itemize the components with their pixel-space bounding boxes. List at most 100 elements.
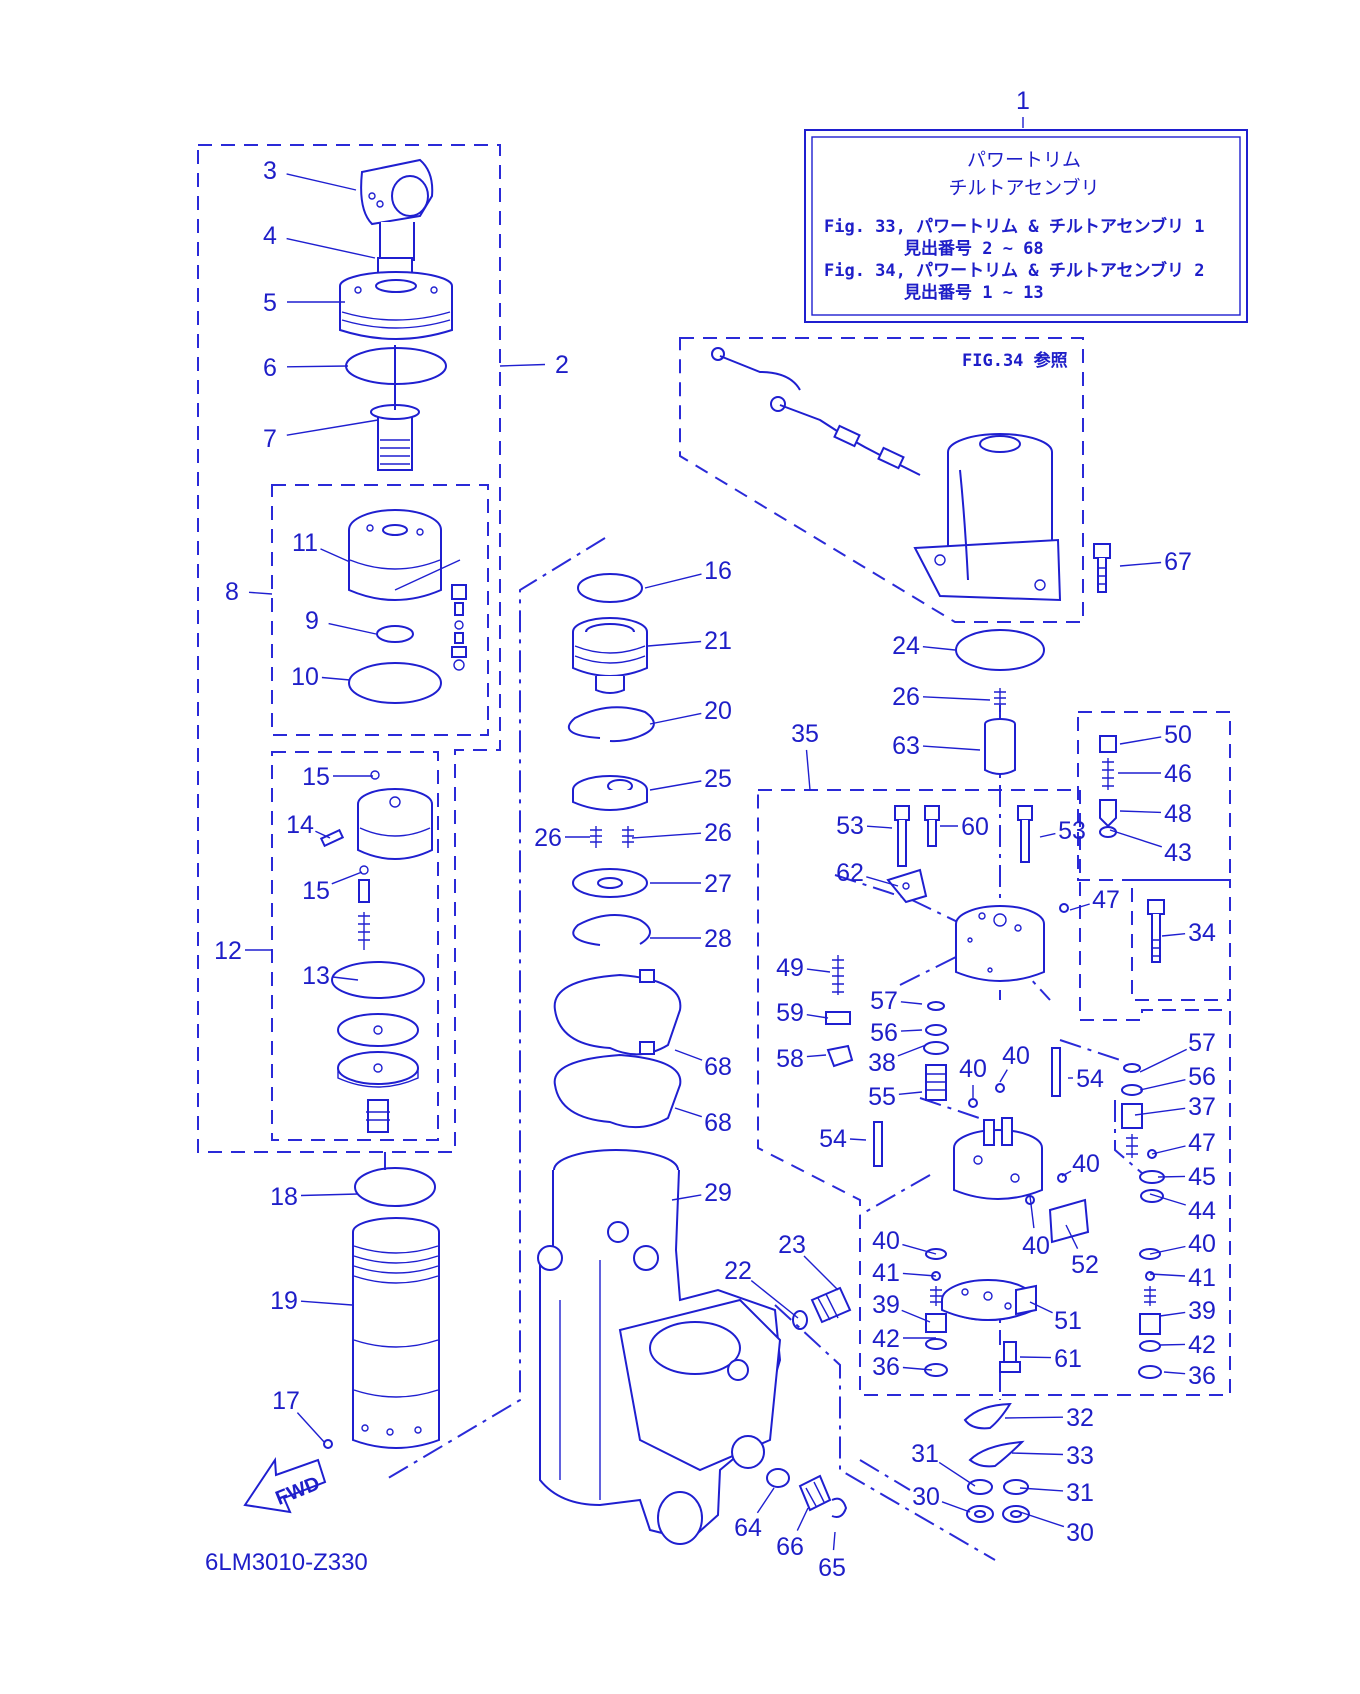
callout-number: 19	[270, 1287, 298, 1315]
callout-number: 26	[704, 819, 732, 847]
callout-63: 63	[892, 732, 981, 760]
callout-40: 40	[872, 1227, 937, 1255]
callout-number: 1	[1016, 87, 1030, 115]
callout-40: 40	[959, 1055, 987, 1098]
part-14-15-valve-body	[319, 770, 433, 950]
part-11-piston	[348, 509, 461, 601]
callout-3: 3	[263, 157, 357, 191]
leader-line	[1011, 1452, 1064, 1456]
callout-22: 22	[724, 1257, 799, 1319]
callout-number: 38	[868, 1049, 896, 1077]
part-23-plug	[810, 1286, 852, 1324]
callout-52: 52	[1065, 1224, 1099, 1279]
callout-10: 10	[291, 663, 351, 691]
leader-line	[286, 237, 376, 259]
callout-number: 66	[776, 1533, 804, 1561]
callout-number: 56	[870, 1019, 898, 1047]
callout-15: 15	[302, 763, 373, 791]
leader-line	[806, 1014, 829, 1019]
callout-number: 21	[704, 627, 732, 655]
part-68-seals	[553, 969, 682, 1129]
leader-line	[832, 1531, 836, 1551]
callout-62: 62	[836, 859, 899, 887]
part-22-o-ring	[792, 1310, 808, 1330]
callout-number: 47	[1092, 886, 1120, 914]
callout-number: 33	[1066, 1442, 1094, 1470]
leader-line	[1119, 736, 1162, 745]
callout-5: 5	[263, 289, 345, 317]
callout-number: 64	[734, 1514, 762, 1542]
leader-line	[286, 365, 349, 368]
callout-number: 54	[1076, 1065, 1104, 1093]
callout-15: 15	[302, 871, 363, 905]
callout-7: 7	[263, 419, 379, 453]
callout-57: 57	[1139, 1029, 1216, 1073]
callout-8: 8	[225, 578, 273, 606]
leader-line	[900, 1001, 923, 1005]
leader-line	[1061, 1170, 1072, 1177]
callout-number: 40	[1002, 1042, 1030, 1070]
callout-number: 36	[1188, 1362, 1216, 1390]
callout-number: 43	[1164, 839, 1192, 867]
callout-number: 4	[263, 222, 277, 250]
leader-line	[1109, 829, 1163, 848]
callout-layer: 1234567891011121314151516171819202122232…	[214, 87, 1216, 1582]
callout-41: 41	[872, 1259, 937, 1287]
callout-20: 20	[649, 697, 732, 725]
callout-number: 15	[302, 763, 330, 791]
part-30-31-seals	[966, 1479, 1030, 1523]
callout-number: 2	[555, 351, 569, 379]
part-18-o-ring	[354, 1167, 436, 1207]
callout-number: 7	[263, 425, 277, 453]
callout-number: 51	[1054, 1307, 1082, 1335]
callout-number: 15	[302, 877, 330, 905]
part-9-o-ring	[376, 625, 414, 643]
leader-line	[1151, 1145, 1186, 1155]
callout-number: 39	[872, 1291, 900, 1319]
leader-line	[499, 363, 546, 367]
leader-line	[1157, 1175, 1186, 1178]
info-box-ref1-fig: Fig. 33, パワートリム & チルトアセンブリ 1	[824, 216, 1204, 237]
callout-number: 18	[270, 1183, 298, 1211]
leader-line	[866, 825, 893, 829]
callout-number: 29	[704, 1179, 732, 1207]
leader-line	[806, 968, 831, 973]
callout-53: 53	[836, 812, 893, 840]
part-47-ball	[1059, 903, 1069, 913]
callout-37: 37	[1134, 1093, 1216, 1121]
leader-line	[300, 1193, 359, 1197]
callout-45: 45	[1157, 1163, 1216, 1191]
right-check-stack	[1121, 1063, 1165, 1379]
callout-39: 39	[872, 1291, 931, 1323]
callout-59: 59	[776, 999, 829, 1027]
callout-number: 40	[1188, 1230, 1216, 1258]
callout-number: 41	[872, 1259, 900, 1287]
leader-line	[671, 1194, 702, 1201]
callout-number: 34	[1188, 919, 1216, 947]
part-61-bolt	[999, 1341, 1021, 1373]
callout-65: 65	[818, 1531, 846, 1582]
callout-number: 56	[1188, 1063, 1216, 1091]
callout-number: 12	[214, 937, 242, 965]
callout-number: 27	[704, 870, 732, 898]
callout-number: 53	[1058, 817, 1086, 845]
callout-number: 22	[724, 1257, 752, 1285]
callout-number: 63	[892, 732, 920, 760]
callout-number: 58	[776, 1045, 804, 1073]
callout-number: 40	[959, 1055, 987, 1083]
callout-38: 38	[868, 1044, 927, 1077]
callout-number: 31	[911, 1440, 939, 1468]
callout-number: 39	[1188, 1297, 1216, 1325]
callout-54: 54	[1068, 1065, 1104, 1093]
callout-31: 31	[911, 1440, 976, 1487]
part-26-spring-upper	[994, 688, 1006, 712]
part-65-clip	[831, 1497, 848, 1518]
leader-line	[805, 749, 811, 791]
leader-line	[1159, 1343, 1186, 1346]
leader-line	[1019, 1511, 1065, 1528]
leader-line	[866, 876, 899, 887]
leader-line	[922, 696, 991, 701]
leader-line	[1161, 933, 1186, 937]
callout-number: 14	[286, 811, 314, 839]
callout-number: 6	[263, 354, 277, 382]
